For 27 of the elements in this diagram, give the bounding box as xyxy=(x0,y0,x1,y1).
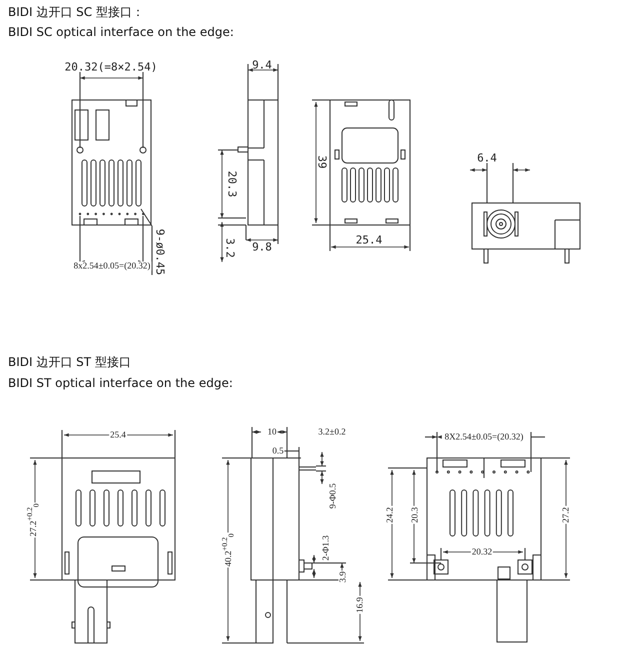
dimension-label: 6.4 xyxy=(477,152,497,164)
section-heading: BIDI SC optical interface on the edge: xyxy=(8,26,234,38)
dimension-label: 20.32(=8×2.54) xyxy=(64,62,158,72)
dimension-label: 8x2.54±0.05=(20.32) xyxy=(72,262,152,270)
dimension-label: 0.5 xyxy=(271,446,285,456)
dimension-label: 9.8 xyxy=(252,242,272,252)
dimension-label: 39 xyxy=(316,155,328,169)
dimension-label: 27.2 xyxy=(562,506,570,524)
dimension-label: 3.2 xyxy=(224,238,236,258)
section-heading: BIDI 边开口 SC 型接口： xyxy=(8,6,144,18)
dimension-label: 8X2.54±0.05=(20.32) xyxy=(444,432,524,442)
dimension-label: 24.2 xyxy=(386,506,394,524)
dimension-label: 20.3 xyxy=(410,506,420,524)
dimension-label: 3.2±0.2 xyxy=(317,428,347,436)
dimension-label: 25.4 xyxy=(356,234,382,246)
section-heading: BIDI 边开口 ST 型接口 xyxy=(8,356,131,368)
dimension-label: 3.9 xyxy=(338,570,348,584)
dimension-label: 9.4 xyxy=(252,60,272,70)
section-heading: BIDI ST optical interface on the edge: xyxy=(8,377,233,389)
dimension-label: 10 xyxy=(266,428,278,436)
dimension-label: 2-Φ1.3 xyxy=(322,534,330,562)
dimension-label: 25.4 xyxy=(109,430,127,440)
dimension-label: 9-ø0.45 xyxy=(154,228,166,276)
dimension-label: 20.3 xyxy=(226,170,238,198)
dimension-label: 16.9 xyxy=(356,596,364,614)
dimension-label: 20.32 xyxy=(470,548,494,556)
dimension-label: 9-Φ0.5 xyxy=(328,482,338,510)
